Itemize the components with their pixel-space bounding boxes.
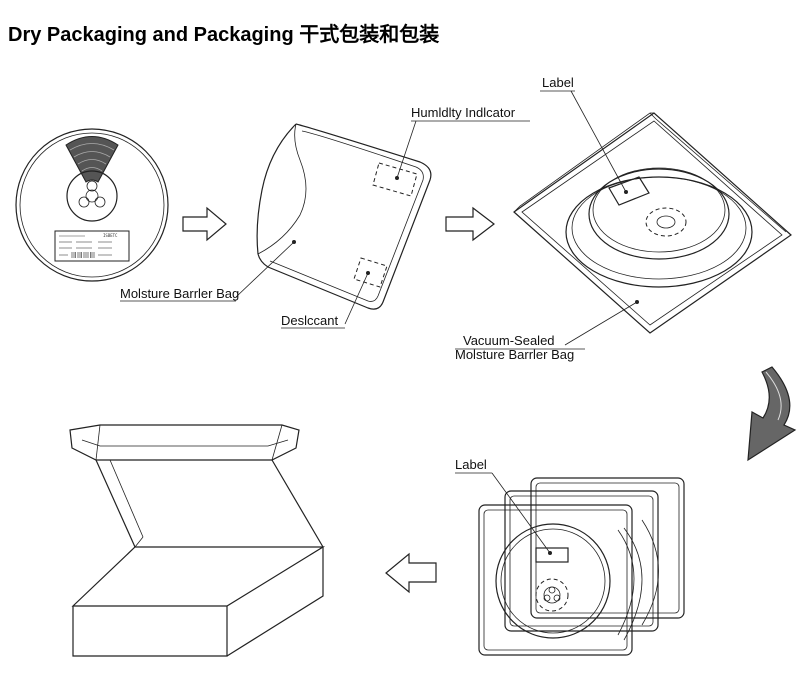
moisture-barrier-bag-label: Molsture Barrler Bag — [120, 286, 239, 301]
vacuum-sealed-bag-illustration — [513, 90, 792, 346]
desiccant-label: Deslccant — [281, 313, 338, 328]
reel-illustration: ISBETC — [15, 128, 169, 282]
arrow-right-icon — [182, 206, 227, 242]
moisture-barrier-bag-illustration — [235, 120, 432, 325]
page-title: Dry Packaging and Packaging 干式包装和包装 — [8, 24, 440, 46]
humidity-indicator-label: Humldlty Indlcator — [411, 105, 516, 120]
arrow-right-icon — [445, 206, 495, 242]
curved-arrow-icon — [747, 366, 797, 462]
vacuum-sealed-label-line2: Molsture Barrler Bag — [455, 347, 574, 362]
label-bottom-label: Label — [455, 457, 487, 472]
arrow-left-icon — [385, 552, 437, 594]
vacuum-sealed-label-line1: Vacuum-Sealed — [463, 333, 555, 348]
stacked-reels-illustration — [478, 472, 685, 656]
label-top-label: Label — [542, 75, 574, 90]
carton-box-illustration — [69, 424, 326, 657]
svg-text:ISBETC: ISBETC — [103, 233, 118, 238]
